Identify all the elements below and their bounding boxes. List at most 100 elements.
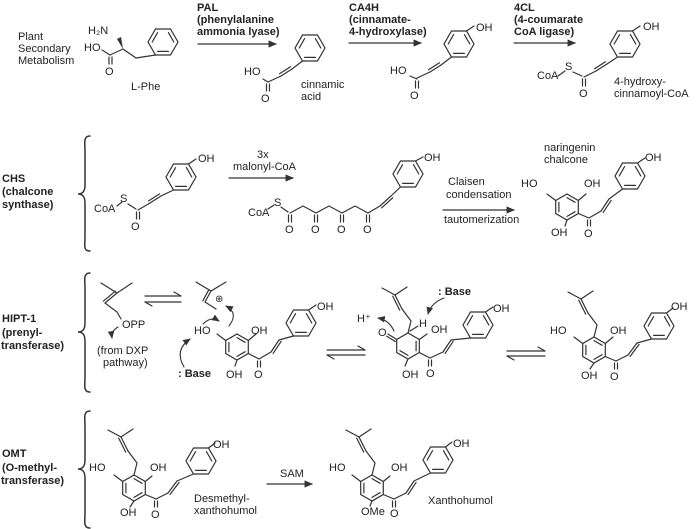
atom-label-o: O xyxy=(337,224,346,236)
atom-label-s: S xyxy=(274,197,282,209)
atom-label-oh: OH xyxy=(610,325,627,337)
atom-label-o: O xyxy=(378,327,387,339)
atom-label-o: O xyxy=(151,509,160,521)
structure-prenyl-cation xyxy=(195,281,234,327)
atom-label-h: H xyxy=(419,318,427,330)
atom-label-ome: OMe xyxy=(361,506,385,518)
molecule-name-coumaroylcoa-2: cinnamoyl-CoA xyxy=(614,88,689,100)
arrow-label-tautomerization: tautomerization xyxy=(444,214,520,226)
atom-label-h2n: H₂N xyxy=(88,25,109,37)
atom-label-oh: OH xyxy=(643,21,660,33)
structure-desmethylxanthohumol-r4 xyxy=(107,428,217,508)
enzyme-desc-chs-2: synthase) xyxy=(2,199,54,211)
molecule-name-xanthohumol: Xanthohumol xyxy=(428,495,493,507)
structure-coumaroyl-coa xyxy=(557,25,641,87)
enzyme-name-omt: OMT xyxy=(2,448,27,460)
enzyme-name-chs: CHS xyxy=(2,173,26,185)
atom-label-o: O xyxy=(426,368,435,380)
enzyme-desc-chs-1: (chalcone xyxy=(2,186,54,198)
atom-label-ho: HO xyxy=(194,325,211,337)
atom-label-coa: CoA xyxy=(94,203,116,215)
molecule-name-coumaroylcoa-1: 4-hydroxy- xyxy=(614,76,666,88)
structure-cinnamic-acid xyxy=(262,34,326,92)
equilibrium-arrow-1 xyxy=(144,291,182,307)
atom-label-o: O xyxy=(131,221,140,233)
atom-label-ho: HO xyxy=(390,65,407,77)
section-label-line1: Plant xyxy=(18,31,44,43)
atom-label-oh: OH xyxy=(251,325,268,337)
structure-dienone-intermediate xyxy=(377,286,494,367)
enzyme-name-4cl: 4CL xyxy=(514,2,535,14)
equilibrium-arrow-3 xyxy=(506,346,546,361)
molecule-name-lphe: L-Phe xyxy=(131,81,161,93)
charge-label-plus: ⊕ xyxy=(215,294,224,305)
atom-label-o: O xyxy=(579,88,588,100)
atom-label-ho: HO xyxy=(244,66,261,78)
structure-chalcone-attack xyxy=(179,304,317,368)
atom-label-ho: HO xyxy=(84,42,101,54)
atom-label-opp: OPP xyxy=(122,319,146,331)
note-dxp-2: pathway) xyxy=(103,357,148,369)
atom-label-s: S xyxy=(120,193,128,205)
structure-naringenin-chalcone xyxy=(546,157,646,227)
molecule-name-cinnamic-2: acid xyxy=(301,91,322,103)
atom-label-oh: OH xyxy=(391,462,408,474)
atom-label-oh: OH xyxy=(213,439,230,451)
enzyme-name-pal: PAL xyxy=(197,2,219,14)
enzyme-desc-4cl-1: (4-coumarate xyxy=(514,14,584,26)
enzyme-desc-pal-2: ammonia lyase) xyxy=(197,26,280,38)
structure-xanthohumol xyxy=(345,428,454,508)
atom-label-oh: OH xyxy=(645,152,662,164)
molecule-name-naringenin-1: naringenin xyxy=(544,142,596,154)
molecule-name-cinnamic-1: cinnamic xyxy=(301,79,345,91)
atom-label-oh: OH xyxy=(402,369,419,381)
atom-label-o: O xyxy=(390,508,399,520)
arrow-label-claisen-2: condensation xyxy=(446,189,512,201)
atom-label-oh: OH xyxy=(584,178,601,190)
equilibrium-arrow-2 xyxy=(326,345,366,360)
atom-label-oh: OH xyxy=(226,369,243,381)
section-label-line3: Metabolism xyxy=(18,55,75,67)
atom-label-ho: HO xyxy=(550,325,567,337)
arrow-label-3x: 3x xyxy=(257,149,269,161)
atom-label-coa: CoA xyxy=(248,207,270,219)
atom-label-o: O xyxy=(261,93,270,105)
enzyme-name-hipt1: HIPT-1 xyxy=(2,313,37,325)
atom-label-o: O xyxy=(105,66,114,78)
structure-coumaroyl-coa-2 xyxy=(116,158,197,220)
atom-label-oh: OH xyxy=(551,227,568,239)
atom-label-ho: HO xyxy=(521,178,538,190)
atom-label-oh: OH xyxy=(671,301,688,313)
molecule-name-naringenin-2: chalcone xyxy=(544,154,589,166)
cofactor-label-sam: SAM xyxy=(280,468,304,480)
brace-chs xyxy=(77,135,91,252)
structure-coumaric-acid xyxy=(409,25,475,89)
atom-label-oh: OH xyxy=(317,301,334,313)
molecule-name-dmx-2: xanthohumol xyxy=(194,505,257,517)
arrow-label-malonyl-coa: malonyl-CoA xyxy=(233,161,296,173)
atom-label-oh: OH xyxy=(120,507,137,519)
atom-label-oh: OH xyxy=(453,438,470,450)
atom-label-s: S xyxy=(565,61,573,73)
section-label-line2: Secondary xyxy=(18,43,71,55)
brace-omt xyxy=(77,410,91,529)
enzyme-desc-ca4h-2: 4-hydroxylase) xyxy=(349,26,427,38)
atom-label-oh: OH xyxy=(431,324,448,336)
enzyme-desc-omt-1: (O-methyl- xyxy=(2,462,57,474)
enzyme-desc-pal-1: (phenylalanine xyxy=(197,14,275,26)
molecule-name-dmx-1: Desmethyl- xyxy=(194,493,250,505)
atom-label-o: O xyxy=(254,369,263,381)
structure-dmapp xyxy=(100,282,133,339)
atom-label-oh: OH xyxy=(150,462,167,474)
atom-label-oh: OH xyxy=(476,22,493,34)
atom-label-ho: HO xyxy=(329,462,346,474)
atom-label-o: O xyxy=(584,228,593,240)
atom-label-oh: OH xyxy=(493,303,510,315)
atom-label-ho: HO xyxy=(89,462,106,474)
atom-label-o: O xyxy=(363,224,372,236)
proton-label: H⁺ xyxy=(357,313,371,325)
atom-label-oh: OH xyxy=(198,153,215,165)
structure-polyketide xyxy=(267,156,424,223)
brace-hipt xyxy=(77,272,91,393)
